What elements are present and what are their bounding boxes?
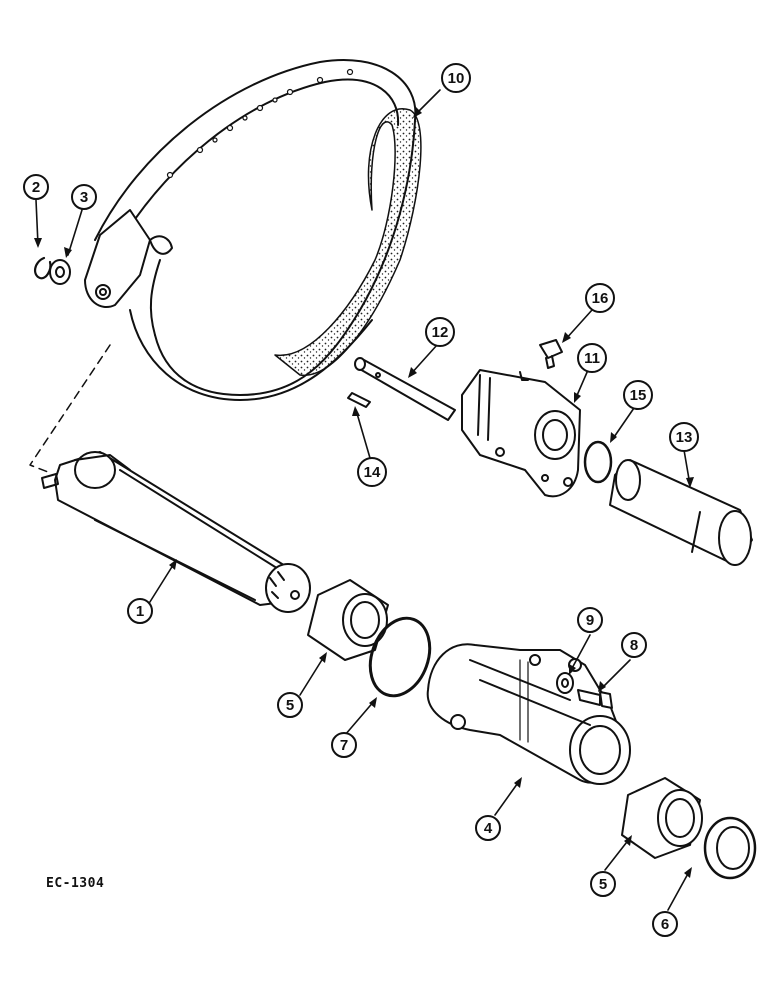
callouts: 2 3 10 16 12 11 15 13 14 1 5 7 9 8 4 5 6: [23, 63, 699, 937]
callout-10: 10: [441, 63, 471, 93]
callout-12-label: 12: [432, 324, 449, 341]
callout-2: 2: [23, 174, 49, 200]
figure-code: EC-1304: [46, 876, 105, 891]
brake-band: [84, 58, 422, 401]
o-ring-small: [583, 440, 613, 484]
callout-7-label: 7: [340, 737, 348, 754]
callout-4-label: 4: [484, 820, 493, 837]
alignment-dashed-line: [29, 344, 111, 473]
callout-7: 7: [331, 732, 357, 758]
o-ring: [368, 616, 432, 698]
bushing-upper: [307, 579, 389, 661]
housing: [426, 643, 631, 785]
callout-6-label: 6: [661, 916, 669, 933]
callout-1-label: 1: [136, 603, 144, 620]
callout-15: 15: [623, 380, 653, 410]
actuator-block: [461, 369, 581, 498]
callout-13-label: 13: [676, 429, 693, 446]
callout-16-label: 16: [592, 290, 609, 307]
callout-6: 6: [652, 911, 678, 937]
callout-14-label: 14: [364, 464, 381, 481]
callout-9-label: 9: [586, 612, 594, 629]
callout-11-label: 11: [584, 350, 600, 367]
callout-2-label: 2: [32, 179, 40, 196]
callout-10-label: 10: [448, 70, 465, 87]
seal: [703, 816, 757, 880]
callout-5a-label: 5: [286, 697, 294, 714]
callout-15-label: 15: [630, 387, 647, 404]
piston: [609, 459, 753, 566]
callout-16: 16: [585, 283, 615, 313]
callout-12: 12: [425, 317, 455, 347]
callout-5a: 5: [277, 692, 303, 718]
callout-5b-label: 5: [599, 876, 607, 893]
shaft: [41, 451, 311, 613]
callout-14: 14: [357, 457, 387, 487]
callout-5b: 5: [590, 871, 616, 897]
callout-3-label: 3: [80, 189, 88, 206]
pin: [354, 357, 456, 421]
snap-ring: [34, 256, 52, 280]
washer: [49, 259, 71, 285]
callout-4: 4: [475, 815, 501, 841]
callout-1: 1: [127, 598, 153, 624]
callout-8-label: 8: [630, 637, 638, 654]
callout-8: 8: [621, 632, 647, 658]
callout-11: 11: [577, 343, 607, 373]
callout-9: 9: [577, 607, 603, 633]
roll-pin: [347, 392, 371, 408]
bushing-lower: [621, 777, 703, 859]
callout-13: 13: [669, 422, 699, 452]
callout-3: 3: [71, 184, 97, 210]
washer-small: [556, 672, 574, 694]
bleed-screw: [539, 339, 563, 369]
leader-arrowheads: [34, 107, 694, 878]
bolt: [577, 689, 613, 709]
